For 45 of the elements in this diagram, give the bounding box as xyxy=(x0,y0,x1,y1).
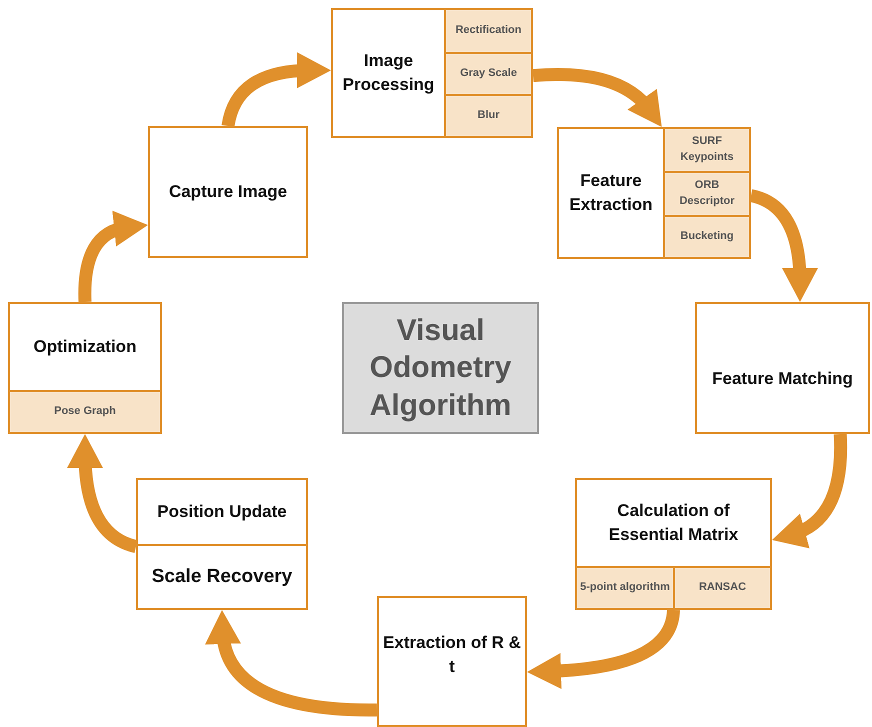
sub-step-label: Rectification xyxy=(454,23,522,38)
sub-step-label: RANSAC xyxy=(698,580,748,596)
process-title: Extraction of R & t xyxy=(382,632,522,678)
process-title: Optimization xyxy=(32,336,138,358)
center-title: Visual Odometry Algorithm xyxy=(368,312,512,424)
process-box xyxy=(557,127,751,259)
sub-step-box xyxy=(663,129,749,171)
process-box xyxy=(331,8,533,138)
curved-arrow xyxy=(532,68,663,126)
process-box xyxy=(695,302,870,434)
curved-arrow xyxy=(67,434,138,553)
sub-step-box xyxy=(673,566,770,608)
sub-step-label: ORB Descriptor xyxy=(678,178,736,209)
center-title-box xyxy=(342,302,539,434)
process-box xyxy=(575,478,772,610)
process-title: Image Processing xyxy=(342,50,436,96)
process-box xyxy=(377,596,527,727)
curved-arrow xyxy=(749,189,818,302)
sub-step-box xyxy=(444,10,531,52)
curved-arrow xyxy=(222,52,331,128)
sub-step-box xyxy=(577,566,673,608)
process-title: Position Update xyxy=(156,501,288,524)
sub-step-label: Pose Graph xyxy=(53,404,117,420)
process-title: Feature Extraction xyxy=(568,170,654,216)
sub-step-label: Bucketing xyxy=(679,229,735,244)
sub-step-label: Gray Scale xyxy=(459,66,518,82)
process-box xyxy=(8,302,162,434)
process-title: Calculation of Essential Matrix xyxy=(608,500,740,546)
sub-step-box xyxy=(10,390,160,432)
sub-step-box xyxy=(663,215,749,257)
process-title: Feature Matching xyxy=(711,368,854,390)
sub-step-label: 5-point algorithm xyxy=(579,580,671,596)
process-box xyxy=(136,478,308,610)
curved-arrow xyxy=(772,434,848,548)
curved-arrow xyxy=(78,212,148,302)
process-title: Capture Image xyxy=(168,181,288,204)
curved-arrow xyxy=(206,610,378,716)
sub-step-box xyxy=(663,171,749,215)
sub-step-label: SURF Keypoints xyxy=(679,134,735,165)
sub-step-box xyxy=(444,94,531,136)
sub-step-label: Blur xyxy=(476,108,500,124)
curved-arrow xyxy=(527,609,680,689)
sub-step-box xyxy=(444,52,531,94)
sub-step-label: Scale Recovery xyxy=(150,565,294,590)
process-box xyxy=(148,126,308,258)
